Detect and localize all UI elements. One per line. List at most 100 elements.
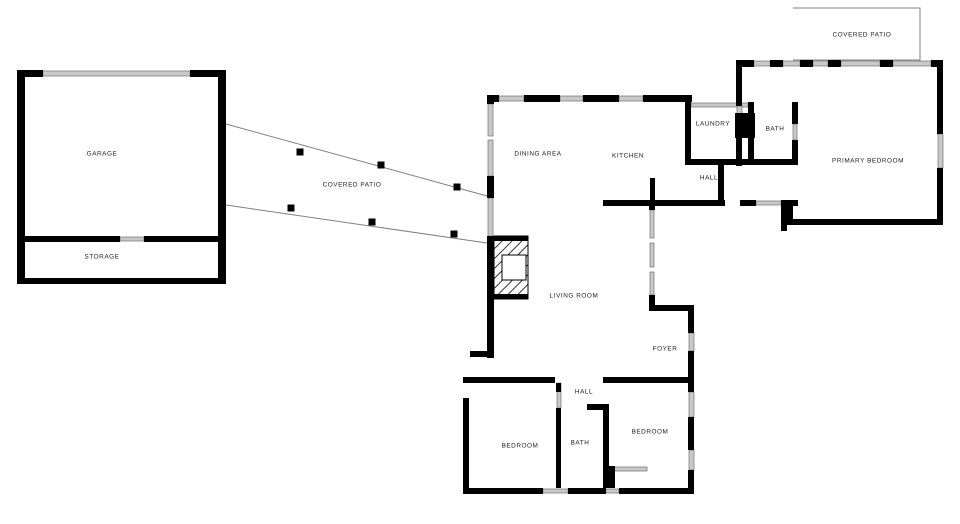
foyer-door-east [688, 332, 695, 352]
primary-wall-north-seg5 [880, 60, 893, 67]
room-label-bath-south: BATH [570, 439, 590, 447]
main-wall-west-mid [487, 176, 494, 198]
primary-window-n4 [892, 60, 932, 67]
kitchen-window-n1 [618, 95, 644, 102]
room-label-garage: GARAGE [86, 150, 118, 158]
room-label-bedroom-east: BEDROOM [631, 428, 669, 436]
garage-wall-top-right-stub [190, 70, 226, 77]
storage-door [119, 236, 145, 242]
bath-south-wall-left-upper [556, 383, 561, 392]
room-label-primary-bedroom: PRIMARY BEDROOM [832, 157, 904, 165]
bedroom-east-closet-top [603, 466, 615, 471]
room-label-living-room: LIVING ROOM [549, 292, 599, 300]
south-wing-wall-bottom-2 [568, 488, 606, 494]
bath-south-wall-left [556, 408, 561, 488]
bedroom-e-window-2 [688, 449, 695, 471]
south-wing-wall-top-right [603, 377, 694, 383]
east-hall-door [755, 200, 782, 206]
room-label-covered-patio-north: COVERED PATIO [832, 31, 892, 39]
living-door-east-3 [649, 271, 655, 296]
main-wall-north-seg2 [524, 95, 560, 102]
laundry-wall-bottom-left [685, 159, 725, 165]
patio-link-wall-upper [218, 120, 226, 146]
thin-outline-layer [225, 7, 921, 244]
dining-window-n1 [498, 95, 525, 102]
room-label-hall-south: HALL [574, 388, 594, 396]
living-door-west [487, 197, 494, 237]
bath-north-wall-right-lower [792, 140, 798, 165]
main-wall-west-upper [487, 95, 494, 104]
bath-north-wall-bottom [725, 159, 798, 165]
wall-layer [17, 60, 943, 494]
kitchen-wall-stub [650, 178, 655, 205]
dining-window-n2 [559, 95, 584, 102]
covered-patio-north-outline [793, 7, 921, 61]
fireplace-layer [493, 235, 529, 300]
living-door-east-2 [649, 242, 655, 268]
patio-post-5 [368, 218, 376, 226]
living-wall-east-lower [649, 295, 655, 311]
south-wing-wall-east-lower [688, 470, 694, 494]
patio-post-3 [453, 183, 461, 191]
garage-wall-left [17, 70, 25, 284]
dining-window-w1 [487, 103, 494, 137]
primary-wall-north-seg1 [736, 60, 754, 67]
south-wing-wall-bottom-1 [463, 488, 543, 494]
primary-door-n1 [812, 60, 829, 67]
east-wall-vertical [781, 200, 787, 231]
bedroom-w-window-s [542, 488, 569, 494]
south-wing-wall-west [463, 398, 469, 494]
south-wing-wall-east-upper [688, 377, 694, 392]
garage-storage-divider-right [144, 236, 226, 242]
main-wall-west-foot [470, 351, 494, 357]
room-label-bedroom-west: BEDROOM [501, 442, 539, 450]
fireplace-bottom [494, 294, 528, 299]
primary-wall-north-seg2 [770, 60, 783, 67]
garage-wall-bottom [17, 278, 226, 284]
room-label-storage: STORAGE [84, 253, 120, 261]
hall-north-wall-bottom [603, 200, 725, 206]
living-wall-east-top-stub [649, 206, 655, 210]
primary-window-n1 [753, 60, 771, 67]
south-wing-wall-east-mid [688, 417, 694, 450]
bedroom-east-closet-wall [609, 466, 615, 488]
primary-wall-west-lower [736, 130, 742, 166]
primary-wall-east-upper [937, 60, 943, 134]
room-label-laundry: LAUNDRY [695, 120, 731, 128]
patio-post-6 [450, 230, 458, 238]
primary-wall-southwest [787, 200, 793, 225]
patio-post-1 [296, 148, 304, 156]
room-label-covered-patio-west: COVERED PATIO [322, 181, 382, 189]
room-label-dining-area: DINING AREA [514, 150, 562, 158]
room-label-foyer: FOYER [652, 345, 678, 353]
bath-north-door [792, 123, 798, 141]
primary-wall-east-lower [937, 168, 943, 225]
south-wing-wall-top-left [463, 377, 555, 383]
garage-storage-divider-left [17, 236, 120, 242]
primary-wall-south [787, 219, 943, 225]
living-door-east-1 [649, 209, 655, 239]
living-foyer-wall-top [649, 305, 694, 311]
dining-window-w2 [487, 139, 494, 177]
room-label-kitchen: KITCHEN [612, 152, 644, 160]
primary-window-n3 [840, 60, 881, 67]
covered-patio-west-line-bottom [225, 204, 488, 244]
patio-post-layer [287, 148, 461, 238]
laundry-wall-left [685, 95, 691, 165]
primary-wall-north-seg4 [828, 60, 841, 67]
fireplace-firebox [501, 254, 527, 281]
garage-door-north [42, 70, 191, 77]
bath-s-window-s [605, 488, 620, 494]
main-wall-north-seg3 [583, 95, 619, 102]
primary-wall-west-upper [736, 60, 742, 106]
south-wing-wall-bottom-3 [619, 488, 694, 494]
room-label-hall-north: HALL [699, 174, 719, 182]
primary-window-n2 [782, 60, 801, 67]
main-wall-west-lower [487, 236, 494, 358]
room-label-bath-north: BATH [765, 125, 785, 133]
bedroom-e-window-1 [688, 391, 695, 418]
bath-south-wall-top [587, 404, 609, 410]
